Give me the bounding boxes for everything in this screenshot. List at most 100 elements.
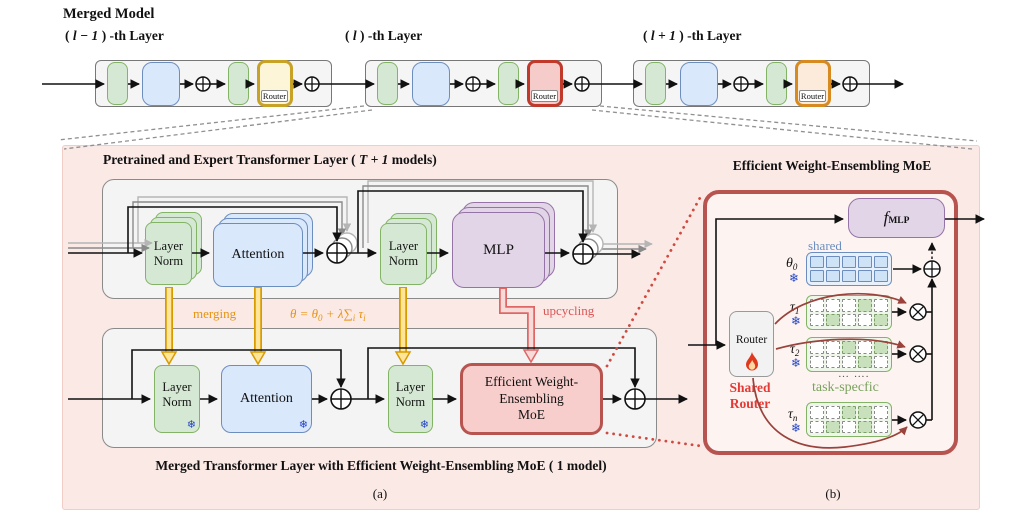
layer-box-l-minus-1 [95,60,332,107]
snowflake-icon: ❄ [791,421,802,435]
merging-formula: θ = θ0 + λ∑i τi [290,306,366,323]
weight-cell [810,256,824,268]
upcycling-label: upcycling [543,303,595,318]
weight-cell [810,341,824,354]
weight-cell [842,420,856,433]
weight-cell [858,420,872,433]
weight-cell [810,355,824,368]
attention-block-frozen: Attention ❄ [221,365,312,433]
weight-cell [842,406,856,419]
layer-label-l-minus-1: ( l − 1 ) -th Layer [65,28,164,43]
layer-label-l: ( l ) -th Layer [345,28,423,43]
taun-label: τn [788,406,798,423]
weight-cell [858,406,872,419]
weight-cell [810,299,824,312]
snowflake-icon: ❄ [186,418,196,431]
weight-cell [858,313,872,326]
snowflake-icon: ❄ [298,418,308,431]
weight-cell [810,420,824,433]
mini-router-block-red: Router [527,60,563,107]
mini-layernorm-block [228,62,249,105]
efficient-moe-block: Efficient Weight- Ensembling MoE [460,363,603,435]
weight-cell [826,313,840,326]
weight-cell [874,341,888,354]
weight-cell [810,313,824,326]
attention-block: Attention [213,223,303,287]
mini-layernorm-block [107,62,128,105]
weight-cell [842,341,856,354]
weight-cell [874,355,888,368]
weight-cell [874,406,888,419]
weight-cell [842,270,856,282]
layer-box-l-plus-1 [633,60,870,107]
task-weight-grid-1 [806,295,892,330]
figure-title: Merged Model [63,6,155,22]
mini-attention-block [680,62,718,106]
shared-weight-grid [806,252,892,286]
snowflake-icon: ❄ [791,356,802,370]
snowflake-icon: ❄ [791,314,802,328]
router-tag: Router [799,90,826,102]
merging-label: merging [193,306,237,321]
panel-b-title: Efficient Weight-Ensembling MoE [732,158,932,173]
weight-cell [874,299,888,312]
weight-cell [826,256,840,268]
weight-cell [874,313,888,326]
theta0-label: θ0 [786,256,798,272]
router-block: Router [729,311,774,377]
layernorm-block: Layer Norm [380,223,427,285]
weight-cell [826,420,840,433]
weight-cell [826,341,840,354]
weight-cell [826,355,840,368]
panel-b-tag: (b) [825,486,841,501]
panel-a-tag: (a) [372,486,388,501]
task-specific-label: task-specfic [812,380,879,395]
task-weight-grid-2 [806,337,892,372]
tau1-label: τ1 [790,299,800,316]
shared-label: shared [808,238,842,253]
weight-cell [842,299,856,312]
flame-icon [744,352,760,373]
weight-cell [874,420,888,433]
weight-cell [810,406,824,419]
mini-layernorm-block [377,62,398,105]
weight-cell [858,299,872,312]
layernorm-block-frozen: Layer Norm ❄ [154,365,200,433]
weight-cell [858,270,872,282]
ellipsis-dots: … …. [838,368,870,380]
router-tag: Router [261,90,288,102]
mini-attention-block [412,62,450,106]
panel-a-caption: Merged Transformer Layer with Efficient … [155,458,607,473]
mlp-block: MLP [452,212,545,288]
mini-layernorm-block [498,62,519,105]
layernorm-block: Layer Norm [145,222,192,285]
mini-layernorm-block [766,62,787,105]
mini-layernorm-block [645,62,666,105]
weight-cell [810,270,824,282]
mini-attention-block [142,62,180,106]
layernorm-block-frozen: Layer Norm ❄ [388,365,433,433]
weight-cell [842,256,856,268]
tau2-label: τ2 [790,341,800,358]
weight-cell [826,406,840,419]
mini-router-block-orange: Router [795,60,831,107]
snowflake-icon: ❄ [419,418,429,431]
weight-cell [826,270,840,282]
snowflake-icon: ❄ [789,271,800,285]
weight-cell [858,355,872,368]
weight-cell [874,270,888,282]
layer-box-l [365,60,602,107]
weight-cell [858,341,872,354]
mini-router-block-yellow: Router [257,60,293,107]
router-label: Router [735,334,768,346]
router-tag: Router [531,90,558,102]
weight-cell [826,299,840,312]
task-weight-grid-n [806,402,892,437]
weight-cell [842,355,856,368]
weight-cell [858,256,872,268]
shared-router-label: Shared Router [729,380,771,412]
panel-a-title: Pretrained and Expert Transformer Layer … [103,152,437,167]
weight-cell [842,313,856,326]
